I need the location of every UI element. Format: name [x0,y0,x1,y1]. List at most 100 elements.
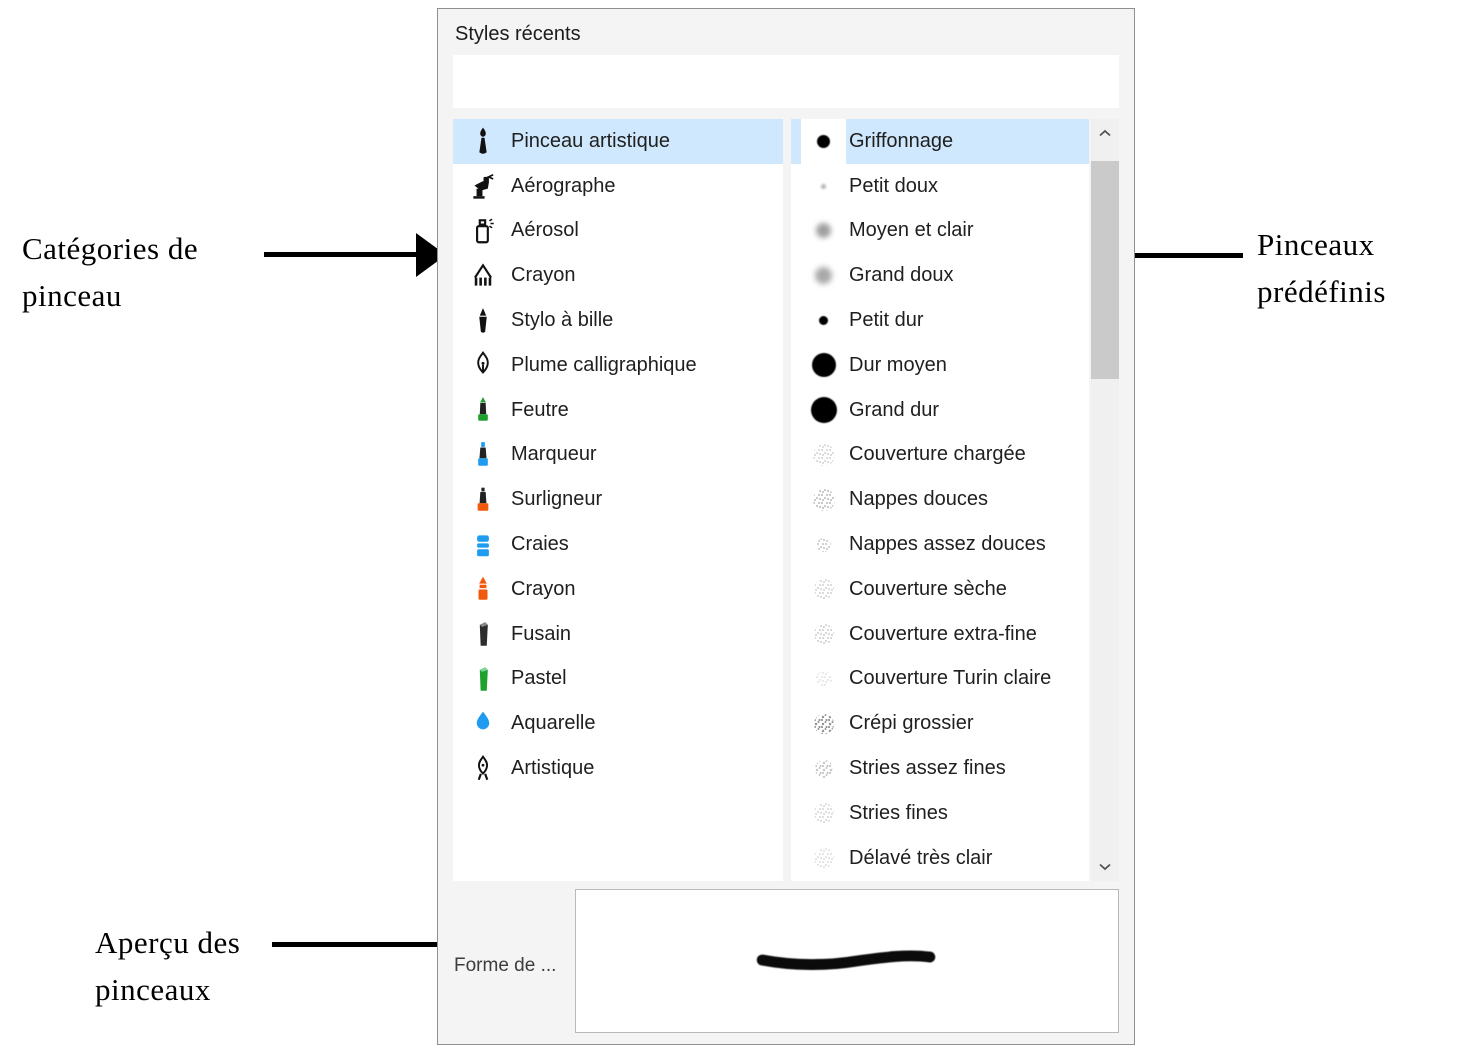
category-row[interactable]: Stylo à bille [453,298,783,343]
categories-arrow-line [264,252,418,257]
categories-callout-line1: Catégories de [22,231,199,266]
preset-row[interactable]: Dur moyen [791,343,1089,388]
scroll-up-button[interactable] [1091,121,1119,145]
recent-styles-label: Styles récents [455,23,581,45]
preset-label: Nappes douces [849,488,988,511]
highlighter-icon [467,483,499,517]
brush-tip-icon [813,848,834,869]
brush-tip-icon [812,488,835,511]
categories-callout: Catégories de pinceau [22,225,198,319]
crayon-icon [467,572,499,606]
preset-label: Petit dur [849,309,924,332]
preset-row[interactable]: Couverture extra-fine [791,612,1089,657]
preset-label: Délavé très clair [849,846,993,869]
category-row[interactable]: Artistique [453,746,783,791]
brush-tip-icon [815,267,832,285]
brush-tip-icon [814,759,833,778]
category-row[interactable]: Surligneur [453,477,783,522]
preset-row[interactable]: Délavé très clair [791,836,1089,881]
category-label: Pastel [511,667,567,690]
preview-arrow-line [272,942,514,947]
preset-row[interactable]: Couverture Turin claire [791,657,1089,702]
preset-label: Griffonnage [849,129,954,152]
preset-row[interactable]: Griffonnage [791,119,1089,164]
category-label: Aquarelle [511,712,596,735]
category-row[interactable]: Fusain [453,612,783,657]
spray-can-icon [467,214,499,248]
preset-label: Moyen et clair [849,219,974,242]
scrollbar-thumb[interactable] [1091,161,1119,379]
preset-row[interactable]: Nappes assez douces [791,522,1089,567]
preset-row[interactable]: Grand doux [791,253,1089,298]
marker-icon [467,438,499,472]
category-label: Craies [511,533,569,556]
scroll-down-button[interactable] [1091,855,1119,879]
preview-callout-line2: pinceaux [95,972,211,1007]
preset-label: Stries assez fines [849,757,1006,780]
stroke-preview-label: Forme de ... [454,955,557,976]
category-row[interactable]: Crayon [453,567,783,612]
category-label: Stylo à bille [511,309,614,332]
preset-label: Couverture extra-fine [849,622,1037,645]
chalk-icon [467,528,499,562]
preset-row[interactable]: Couverture sèche [791,567,1089,612]
preset-scrollbar[interactable] [1091,119,1119,881]
brush-tip-icon [816,223,831,239]
category-label: Crayon [511,577,576,600]
paintbrush-icon [467,124,499,158]
preset-label: Grand dur [849,398,940,421]
preview-callout-line1: Aperçu des [95,925,241,960]
category-label: Aérosol [511,219,579,242]
brush-tip-icon [817,134,830,148]
category-row[interactable]: Plume calligraphique [453,343,783,388]
preset-row[interactable]: Moyen et clair [791,209,1089,254]
brush-preset-list[interactable]: Griffonnage Petit doux Moyen et clair Gr… [791,119,1089,881]
category-label: Artistique [511,757,595,780]
category-row[interactable]: Pinceau artistique [453,119,783,164]
category-row[interactable]: Aérosol [453,209,783,254]
brush-tip-icon [813,803,834,824]
preset-row[interactable]: Stries assez fines [791,746,1089,791]
brush-stroke-icon [756,950,936,970]
preset-row[interactable]: Petit dur [791,298,1089,343]
brush-styles-panel: Styles récents Pinceau artistique Aérogr… [437,8,1135,1045]
preset-row[interactable]: Couverture chargée [791,433,1089,478]
category-row[interactable]: Marqueur [453,433,783,478]
chevron-down-icon [1099,863,1111,871]
category-row[interactable]: Pastel [453,657,783,702]
preset-row[interactable]: Stries fines [791,791,1089,836]
preset-row[interactable]: Grand dur [791,388,1089,433]
category-row[interactable]: Feutre [453,388,783,433]
preset-row[interactable]: Petit doux [791,164,1089,209]
brush-tip-icon [811,353,836,378]
pencil-icon [467,259,499,293]
category-row[interactable]: Aquarelle [453,701,783,746]
category-label: Pinceau artistique [511,129,670,152]
artistic-pen-icon [467,752,499,786]
pastel-icon [467,662,499,696]
category-label: Feutre [511,398,569,421]
category-row[interactable]: Craies [453,522,783,567]
airbrush-icon [467,169,499,203]
category-row[interactable]: Aérographe [453,164,783,209]
preset-row[interactable]: Nappes douces [791,477,1089,522]
brush-tip-icon [812,443,835,466]
category-label: Aérographe [511,174,616,197]
brush-tip-icon [819,316,828,326]
category-label: Surligneur [511,488,603,511]
preset-label: Grand doux [849,264,954,287]
preset-label: Dur moyen [849,353,947,376]
chevron-up-icon [1099,129,1111,137]
preset-row[interactable]: Crépi grossier [791,701,1089,746]
brush-tip-icon [813,624,834,645]
category-label: Crayon [511,264,576,287]
preview-callout: Aperçu des pinceaux [95,919,240,1013]
recent-styles-box[interactable] [453,55,1119,108]
brush-category-list[interactable]: Pinceau artistique Aérographe Aérosol Cr… [453,119,783,881]
brush-tip-icon [816,537,831,552]
brush-tip-icon [815,670,832,687]
preset-label: Couverture chargée [849,443,1026,466]
categories-callout-line2: pinceau [22,278,122,313]
category-row[interactable]: Crayon [453,253,783,298]
